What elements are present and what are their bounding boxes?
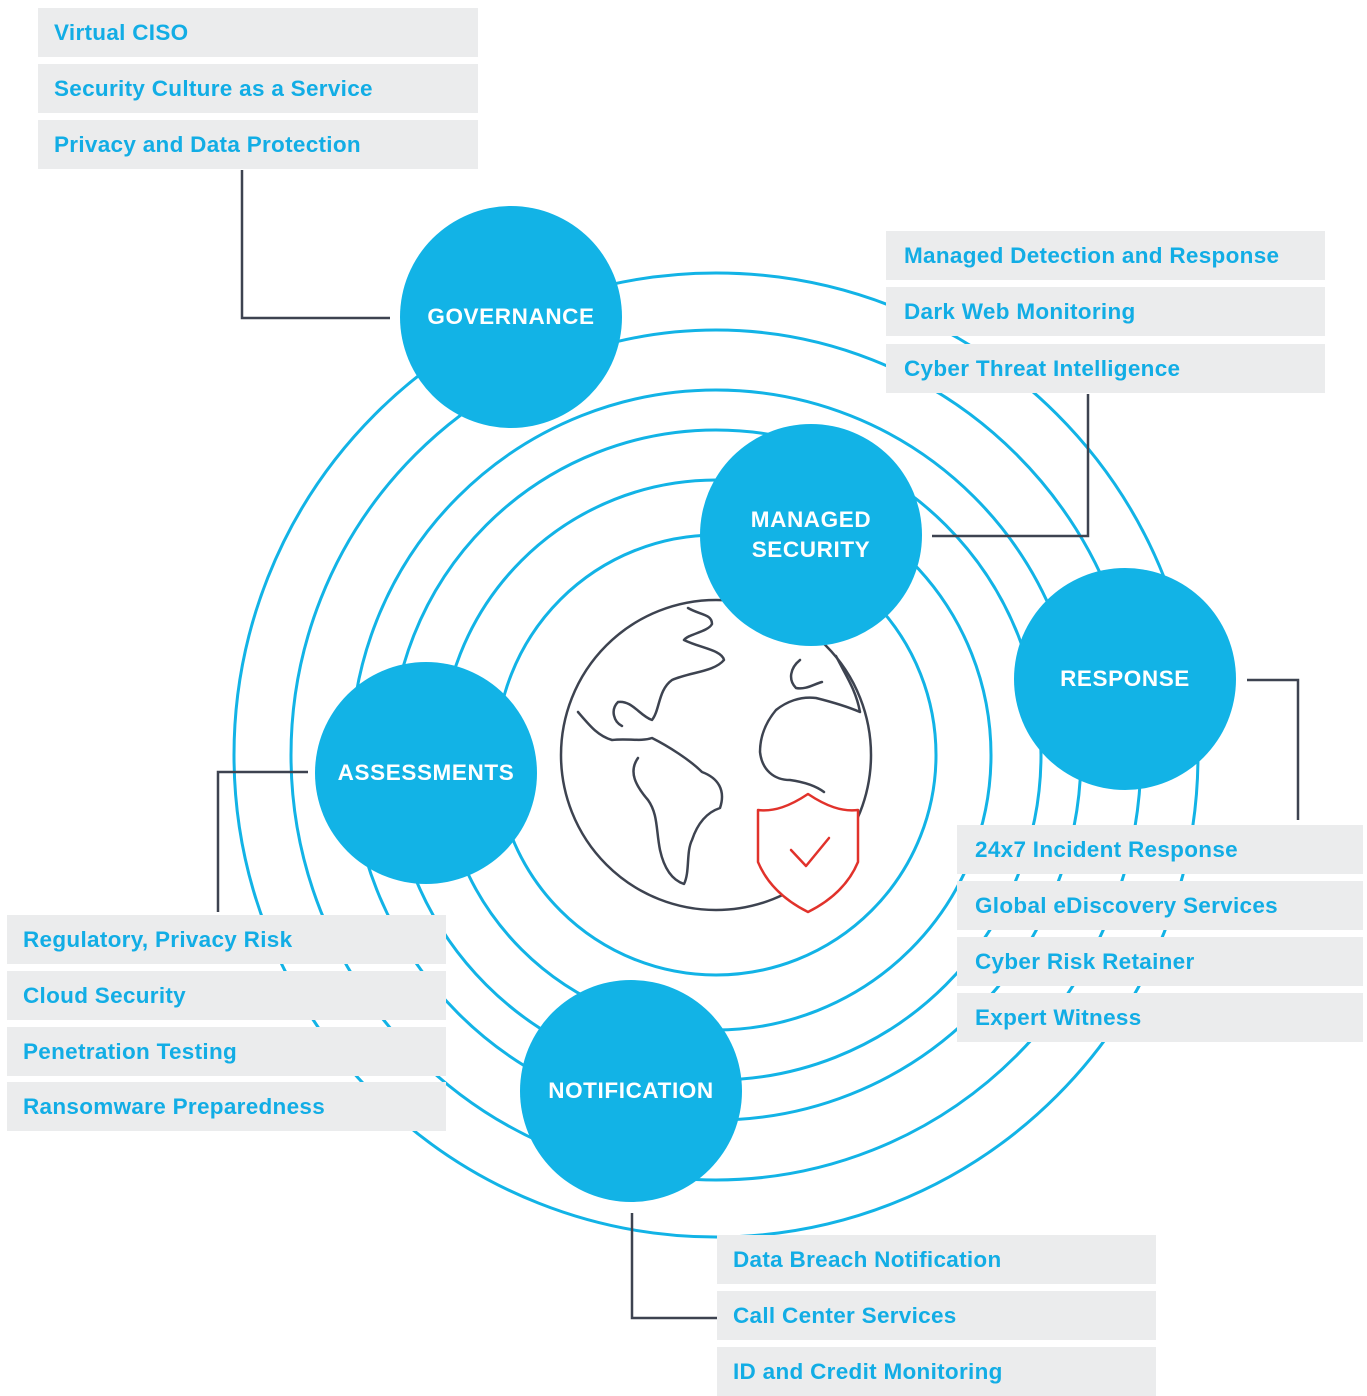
service-ransomware-preparedness[interactable]: Ransomware Preparedness bbox=[7, 1082, 446, 1131]
service-expert-witness[interactable]: Expert Witness bbox=[957, 993, 1363, 1042]
service-penetration-testing[interactable]: Penetration Testing bbox=[7, 1027, 446, 1076]
hub-response[interactable]: RESPONSE bbox=[1014, 568, 1236, 790]
service-id-credit-monitoring[interactable]: ID and Credit Monitoring bbox=[717, 1347, 1156, 1396]
service-ediscovery[interactable]: Global eDiscovery Services bbox=[957, 881, 1363, 930]
service-cyber-risk-retainer[interactable]: Cyber Risk Retainer bbox=[957, 937, 1363, 986]
service-cloud-security[interactable]: Cloud Security bbox=[7, 971, 446, 1020]
service-security-culture[interactable]: Security Culture as a Service bbox=[38, 64, 478, 113]
service-regulatory-privacy-risk[interactable]: Regulatory, Privacy Risk bbox=[7, 915, 446, 964]
connector-lines bbox=[216, 170, 1300, 1320]
managed-security-connector bbox=[932, 394, 1090, 538]
hub-assessments[interactable]: ASSESSMENTS bbox=[315, 662, 537, 884]
service-privacy-data-protection[interactable]: Privacy and Data Protection bbox=[38, 120, 478, 169]
hub-governance[interactable]: GOVERNANCE bbox=[400, 206, 622, 428]
assessments-connector bbox=[216, 770, 308, 912]
service-data-breach-notification[interactable]: Data Breach Notification bbox=[717, 1235, 1156, 1284]
response-connector bbox=[1247, 678, 1300, 820]
service-managed-detection-response[interactable]: Managed Detection and Response bbox=[886, 231, 1325, 280]
notification-connector bbox=[630, 1213, 718, 1320]
service-incident-response[interactable]: 24x7 Incident Response bbox=[957, 825, 1363, 874]
hub-notification[interactable]: NOTIFICATION bbox=[520, 980, 742, 1202]
hub-managed-security[interactable]: MANAGED SECURITY bbox=[700, 424, 922, 646]
service-cyber-threat-intelligence[interactable]: Cyber Threat Intelligence bbox=[886, 344, 1325, 393]
service-dark-web-monitoring[interactable]: Dark Web Monitoring bbox=[886, 287, 1325, 336]
service-call-center[interactable]: Call Center Services bbox=[717, 1291, 1156, 1340]
governance-connector bbox=[240, 170, 390, 320]
shield-check-icon bbox=[756, 792, 860, 914]
service-virtual-ciso[interactable]: Virtual CISO bbox=[38, 8, 478, 57]
